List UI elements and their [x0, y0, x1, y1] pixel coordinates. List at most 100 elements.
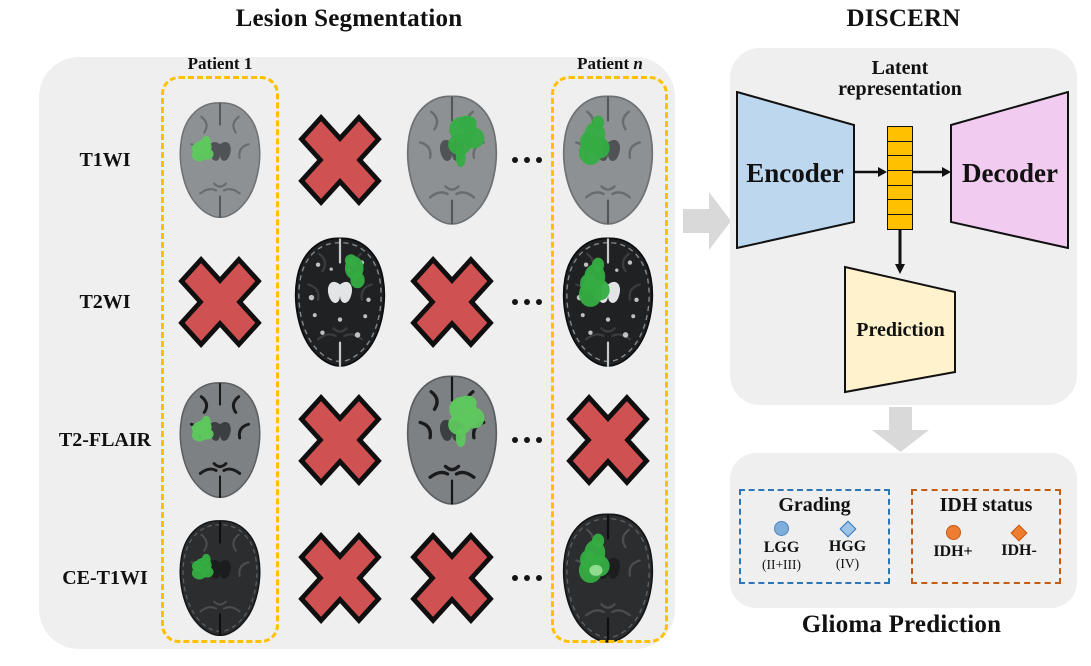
patient-1-label: Patient 1	[160, 54, 280, 74]
lesion-overlay	[191, 135, 214, 162]
missing-modality-cross	[560, 387, 656, 493]
grading-items: LGG(II+III) HGG(IV)	[749, 520, 881, 572]
legend-label: HGG	[828, 538, 867, 555]
lesion-overlay	[344, 254, 365, 289]
grading-title: Grading	[778, 494, 851, 516]
lesion-overlay	[578, 257, 610, 307]
dot-icon	[524, 299, 530, 305]
flow-arrow-right-icon	[683, 192, 731, 250]
missing-modality-cross-icon	[298, 532, 382, 624]
missing-modality-cross	[292, 387, 388, 493]
decoder-label: Decoder	[962, 158, 1058, 188]
legend-label: IDH-	[1001, 542, 1037, 559]
dot-icon	[536, 299, 542, 305]
dot-icon	[512, 575, 518, 581]
patient-n-prefix: Patient	[577, 54, 630, 73]
brain-mri-t2	[294, 237, 386, 367]
diamond-marker-icon	[839, 520, 856, 538]
legend-item: IDH+	[920, 525, 986, 560]
mri-image-flair	[170, 379, 270, 501]
missing-modality-cross	[404, 525, 500, 631]
dot-icon	[524, 157, 530, 163]
ellipsis-dots	[509, 157, 545, 163]
missing-modality-cross	[172, 249, 268, 355]
mri-image-flair	[395, 372, 509, 508]
legend-label: IDH+	[933, 543, 973, 560]
legend-sublabel: (IV)	[835, 556, 860, 571]
missing-modality-cross	[292, 107, 388, 213]
missing-modality-cross-icon	[566, 394, 650, 486]
mri-image-ce	[551, 510, 665, 646]
dot-icon	[512, 157, 518, 163]
brain-mri-t2	[562, 237, 654, 367]
lesion-overlay	[448, 115, 485, 168]
latent-label-line1: Latent	[871, 57, 929, 79]
missing-modality-cross-icon	[410, 532, 494, 624]
modality-label-t1wi: T1WI	[79, 149, 131, 171]
idh-status-title: IDH status	[939, 494, 1033, 516]
modality-label-t2wi: T2WI	[79, 291, 131, 313]
legend-sublabel: (II+III)	[761, 557, 802, 572]
legend-label: LGG	[763, 539, 800, 556]
mri-image-ce	[170, 517, 270, 639]
dot-icon	[524, 575, 530, 581]
mri-image-t2	[283, 234, 397, 370]
decoder-shape	[950, 91, 1069, 249]
diamond-marker-icon	[1010, 524, 1028, 542]
lesion-overlay	[191, 415, 214, 442]
dot-icon	[536, 157, 542, 163]
mri-image-t2	[551, 234, 665, 370]
missing-modality-cross-icon	[178, 256, 262, 348]
legend-item: LGG(II+III)	[749, 521, 815, 572]
lesion-overlay	[448, 395, 485, 448]
arrow-latent-to-decoder-icon	[913, 167, 951, 177]
missing-modality-cross-icon	[298, 114, 382, 206]
mri-image-t1	[395, 92, 509, 228]
ellipsis-dots	[509, 299, 545, 305]
dot-icon	[512, 437, 518, 443]
missing-modality-cross	[292, 525, 388, 631]
arrow-encoder-to-latent-icon	[855, 167, 887, 177]
modality-label-cet1wi: CE-T1WI	[62, 567, 148, 589]
missing-modality-cross-icon	[298, 394, 382, 486]
ellipsis-dots	[509, 437, 545, 443]
modality-label-t2flair: T2-FLAIR	[58, 429, 152, 451]
grading-legend-box: Grading LGG(II+III) HGG(IV)	[739, 489, 890, 584]
circle-marker-icon	[945, 525, 961, 540]
encoder-shape	[736, 91, 855, 249]
circle-marker-icon	[774, 521, 789, 536]
idh-status-legend-box: IDH status IDH+ IDH-	[911, 489, 1061, 584]
lesion-segmentation-title: Lesion Segmentation	[235, 5, 463, 32]
lesion-overlay	[578, 533, 610, 583]
latent-representation-stack	[887, 126, 913, 230]
latent-representation-label: Latent representation	[825, 58, 975, 100]
brain-mri-ce	[562, 513, 654, 643]
mri-image-t1	[551, 92, 665, 228]
brain-mri-ce	[179, 520, 261, 637]
prediction-label: Prediction	[856, 319, 945, 341]
brain-mri-t1	[406, 95, 498, 225]
patient-1-text: Patient 1	[187, 54, 253, 73]
patient-n-label: Patient n	[550, 54, 670, 74]
lesion-overlay	[578, 115, 610, 165]
missing-modality-cross	[404, 249, 500, 355]
patient-n-index: n	[633, 54, 643, 73]
encoder-label: Encoder	[746, 158, 844, 188]
ellipsis-dots	[509, 575, 545, 581]
dot-icon	[524, 437, 530, 443]
arrow-latent-to-prediction-icon	[895, 229, 905, 274]
latent-label-line2: representation	[838, 78, 962, 100]
lesion-overlay	[191, 553, 214, 580]
brain-mri-t1	[562, 95, 654, 225]
mri-image-t1	[170, 99, 270, 221]
brain-mri-t1	[179, 102, 261, 219]
dot-icon	[536, 437, 542, 443]
glioma-prediction-title: Glioma Prediction	[801, 611, 1002, 638]
flow-arrow-down-icon	[872, 407, 929, 452]
brain-mri-flair	[406, 375, 498, 505]
brain-mri-flair	[179, 382, 261, 499]
dot-icon	[536, 575, 542, 581]
latent-cell	[887, 213, 913, 230]
idh-items: IDH+ IDH-	[920, 524, 1052, 560]
